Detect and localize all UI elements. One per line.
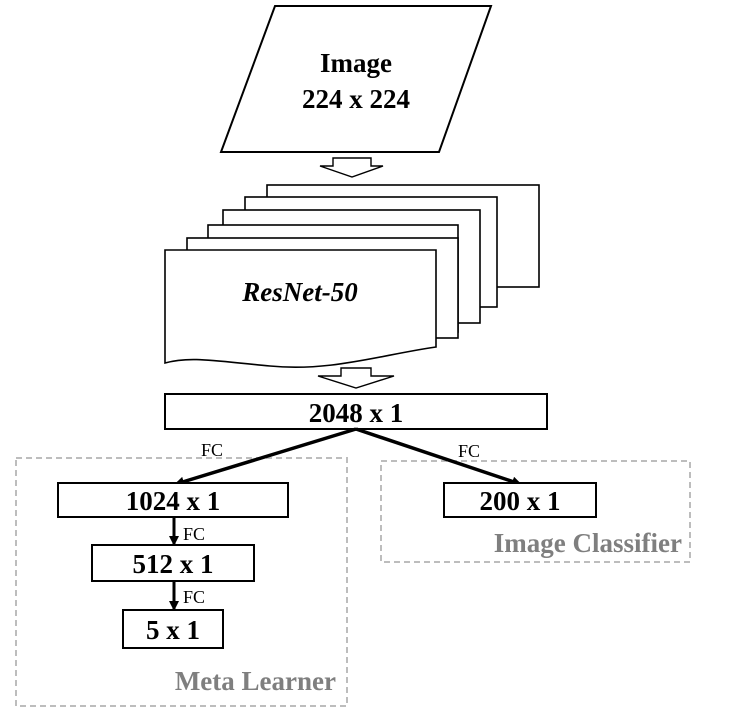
meta-layer-1-label: 1024 x 1 (126, 486, 221, 516)
input-image-shape (219, 5, 493, 153)
edge-label-fc-meta-1: FC (183, 524, 205, 544)
classifier-output-label: 200 x 1 (480, 486, 561, 516)
feature-vector-box (164, 393, 548, 430)
classifier-output-node: 200 x 1 (443, 482, 597, 518)
resnet-label: ResNet-50 (241, 277, 358, 307)
meta-layer-3-box (122, 609, 224, 649)
meta-layer-2-label: 512 x 1 (133, 549, 214, 579)
edge-feature-to-classifier (355, 427, 522, 487)
feature-vector-node: 2048 x 1 (164, 393, 548, 430)
meta-learner-group (15, 457, 348, 707)
resnet-stack: ResNet-50 (164, 184, 540, 369)
edge-label-fc-meta-2: FC (183, 587, 205, 607)
block-arrow-resnet-to-feature (317, 367, 395, 389)
resnet-front-layer (164, 249, 437, 369)
meta-layer-2-node: 512 x 1 (91, 544, 255, 582)
edge-label-fc-classifier: FC (458, 441, 480, 461)
input-image-node: Image 224 x 224 (219, 5, 493, 153)
image-classifier-title: Image Classifier (494, 528, 682, 558)
meta-learner-title: Meta Learner (175, 666, 336, 696)
feature-vector-label: 2048 x 1 (309, 398, 404, 428)
meta-layer-1-box (57, 482, 289, 518)
edge-feature-to-meta (174, 427, 357, 487)
meta-layer-1-node: 1024 x 1 (57, 482, 289, 518)
classifier-output-box (443, 482, 597, 518)
meta-layer-3-label: 5 x 1 (146, 615, 200, 645)
image-classifier-group (380, 460, 691, 563)
input-image-label: Image (320, 48, 392, 78)
meta-layer-3-node: 5 x 1 (122, 609, 224, 649)
input-image-size: 224 x 224 (302, 84, 410, 114)
block-arrow-image-to-resnet (319, 157, 384, 178)
edge-label-fc-meta: FC (201, 440, 223, 460)
meta-layer-2-box (91, 544, 255, 582)
